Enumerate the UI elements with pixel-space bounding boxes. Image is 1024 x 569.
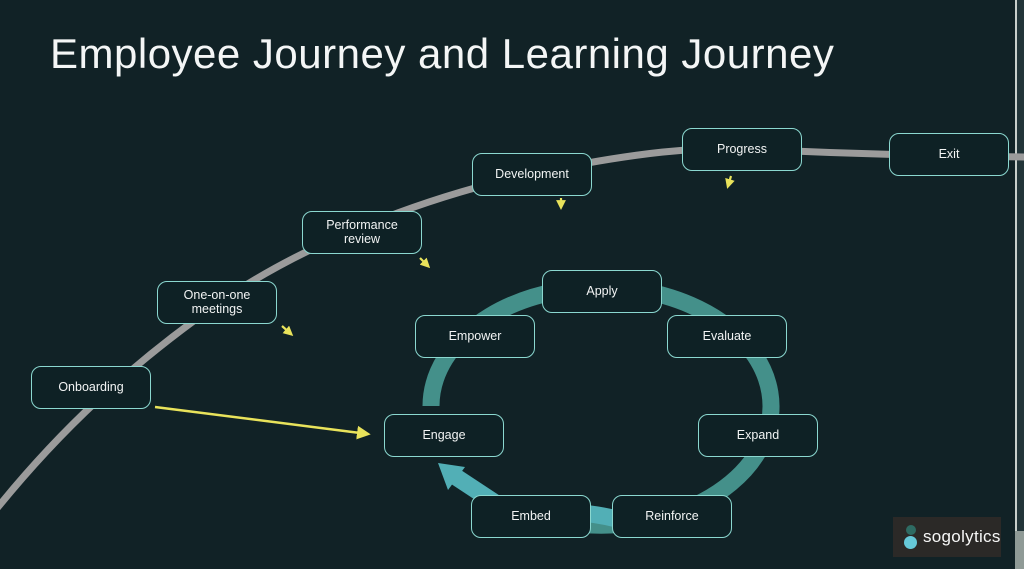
node-label: Reinforce: [645, 508, 699, 523]
node-label: Progress: [716, 141, 768, 156]
node-label: Embed: [511, 508, 551, 523]
node-label: Performance review: [326, 217, 398, 246]
yellow-arrows: [154, 175, 735, 440]
node-label: Development: [495, 166, 569, 181]
node-label: Engage: [422, 427, 466, 442]
arrow-onboarding-to-engage: [154, 405, 371, 440]
node-evaluate: Evaluate: [667, 315, 787, 358]
node-performance-review: Performance review: [302, 211, 422, 254]
node-label: Evaluate: [702, 328, 752, 343]
logo-dot-bottom: [904, 536, 917, 549]
node-reinforce: Reinforce: [612, 495, 732, 538]
node-onboarding: Onboarding: [31, 366, 151, 409]
node-label: One-on-one meetings: [183, 287, 251, 316]
node-label: Empower: [448, 328, 502, 343]
node-label: Apply: [586, 283, 618, 298]
node-engage: Engage: [384, 414, 504, 457]
node-label: Expand: [736, 427, 780, 442]
node-development: Development: [472, 153, 592, 196]
node-label: Onboarding: [58, 379, 124, 394]
logo-text: sogolytics: [923, 527, 1001, 546]
cycle-arrowhead: [438, 463, 465, 490]
page-title: Employee Journey and Learning Journey: [50, 30, 835, 77]
window-edge-artifact: [1015, 0, 1024, 569]
arrow-progress: [725, 175, 735, 189]
node-exit: Exit: [889, 133, 1009, 176]
node-empower: Empower: [415, 315, 535, 358]
node-expand: Expand: [698, 414, 818, 457]
arrow-one-on-one-meetings: [281, 325, 294, 336]
window-edge-bottom-artifact: [1015, 531, 1024, 569]
node-progress: Progress: [682, 128, 802, 171]
node-embed: Embed: [471, 495, 591, 538]
sogolytics-logo: sogolytics: [893, 517, 1001, 557]
node-apply: Apply: [542, 270, 662, 313]
arrow-performance-review: [419, 257, 431, 269]
logo-dot-top: [906, 525, 916, 535]
node-one-on-one-meetings: One-on-one meetings: [157, 281, 277, 324]
node-label: Exit: [938, 146, 960, 161]
sogolytics-icon: [903, 524, 917, 550]
